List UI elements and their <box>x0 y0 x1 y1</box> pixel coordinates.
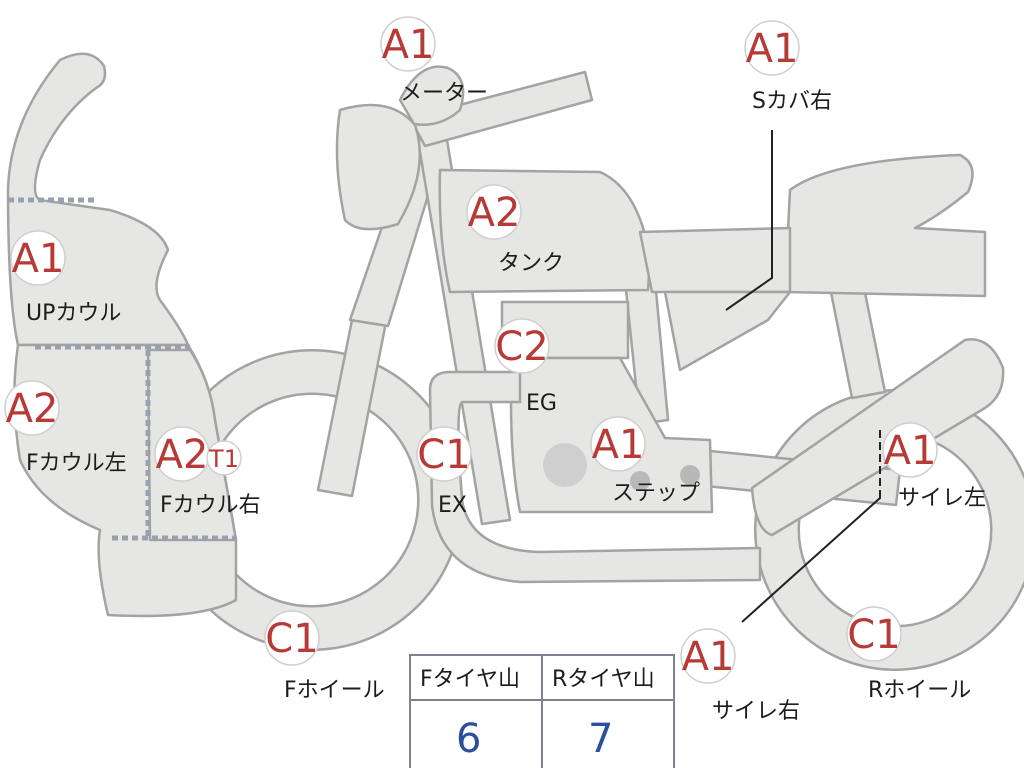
badge-circle <box>264 610 320 666</box>
badge-code: A1 <box>592 422 645 468</box>
table-value-f-tire: 6 <box>456 716 481 762</box>
table-header-f-tire: Fタイヤ山 <box>420 667 520 692</box>
badge-circle <box>590 416 646 472</box>
badge-code: A1 <box>682 634 735 680</box>
badge-circle <box>744 20 800 76</box>
badge-engine: C2 <box>494 318 550 374</box>
badge-tank: A2 <box>466 184 522 240</box>
meter-shape <box>398 65 465 126</box>
badge-meter: A1 <box>380 16 436 72</box>
badge-circle <box>4 380 60 436</box>
badge-r-wheel: C1 <box>846 606 902 662</box>
badge-code: A1 <box>382 22 435 68</box>
badge-code: A2 <box>468 190 521 236</box>
table-header-r-tire: Rタイヤ山 <box>552 667 655 692</box>
label-exhaust: EX <box>438 493 467 518</box>
badge-circle <box>10 230 66 286</box>
badge-circle <box>680 628 736 684</box>
badge-code: T1 <box>208 445 239 473</box>
badge-circle <box>416 426 472 482</box>
badge-code: C1 <box>265 616 318 662</box>
tire-table: Fタイヤ山 Rタイヤ山 6 7 <box>409 654 675 768</box>
badge-up-cowl: A1 <box>10 230 66 286</box>
label-step: ステップ <box>612 481 700 506</box>
label-silencer-left: サイレ左 <box>898 486 986 511</box>
label-up-cowl: UPカウル <box>26 301 121 326</box>
step-peg-1 <box>630 471 650 491</box>
badge-circle <box>494 318 550 374</box>
engine-cover <box>543 443 587 487</box>
label-silencer-right: サイレ右 <box>712 699 800 724</box>
badge-exhaust: C1 <box>416 426 472 482</box>
silencer <box>750 338 1005 537</box>
badge-side-cover-right: A1 <box>744 20 800 76</box>
badge-circle <box>846 606 902 662</box>
label-f-cowl-right: Fカウル右 <box>160 493 261 518</box>
label-tank: タンク <box>498 251 564 276</box>
badge-code: C1 <box>847 612 900 658</box>
badge-circle <box>206 440 242 476</box>
badge-silencer-left: A1 <box>882 422 938 478</box>
badge-code: A1 <box>12 236 65 282</box>
exhaust-pipe <box>428 370 762 584</box>
label-side-cover-right: Sカバ右 <box>752 89 832 114</box>
badge-step: A1 <box>590 416 646 472</box>
step-peg-2 <box>680 465 700 485</box>
badge-code: A1 <box>746 26 799 72</box>
label-engine: EG <box>526 391 557 416</box>
seat-front <box>638 226 792 294</box>
side-cover <box>663 290 792 372</box>
label-f-cowl-left: Fカウル左 <box>26 451 127 476</box>
label-f-wheel: Fホイール <box>284 678 385 703</box>
badge-code: C2 <box>495 324 548 370</box>
badge-f-cowl-left: A2 <box>4 380 60 436</box>
badge-f-wheel: C1 <box>264 610 320 666</box>
label-meter: メーター <box>400 81 488 106</box>
leader-line-side-cover <box>725 130 773 311</box>
seat <box>783 153 987 298</box>
badge-silencer-right: A1 <box>680 628 736 684</box>
label-r-wheel: Rホイール <box>868 678 971 703</box>
badge-f-cowl-right-extra: T1 <box>206 440 242 476</box>
badge-code: C1 <box>417 432 470 478</box>
badge-f-cowl-right: A2 <box>154 426 210 482</box>
badge-code: A1 <box>884 428 937 474</box>
handlebar <box>408 70 594 148</box>
badge-circle <box>466 184 522 240</box>
badge-code: A2 <box>156 432 209 478</box>
badge-circle <box>380 16 436 72</box>
badge-code: A2 <box>6 386 59 432</box>
table-value-r-tire: 7 <box>588 716 613 762</box>
headlight <box>335 103 421 231</box>
badge-circle <box>882 422 938 478</box>
leader-line-silencer-right <box>741 490 881 623</box>
